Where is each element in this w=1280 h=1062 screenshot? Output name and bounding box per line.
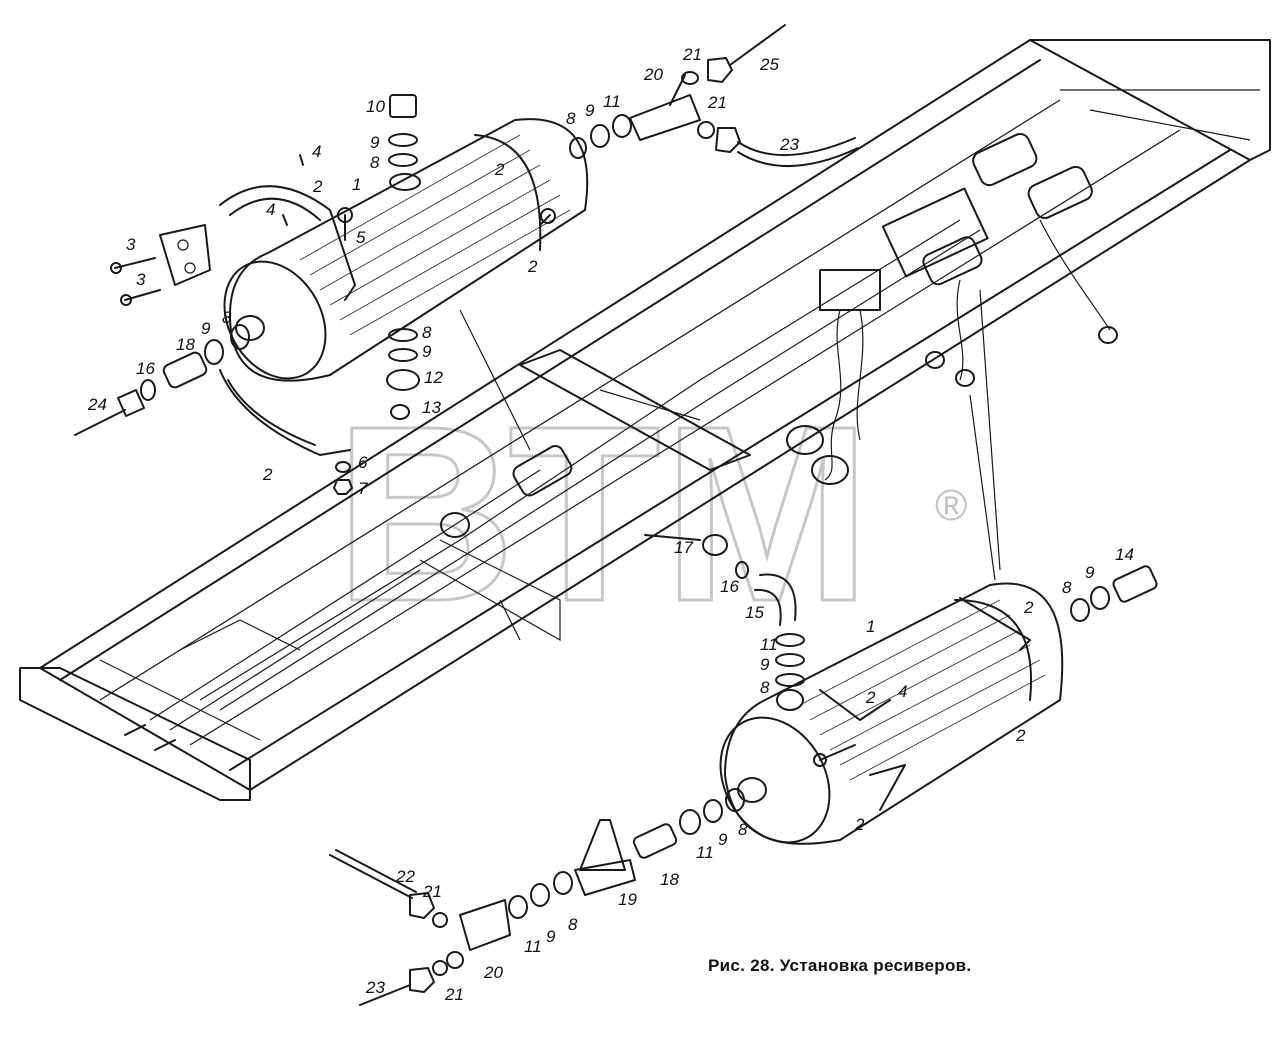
callout-number: 4 bbox=[266, 200, 275, 219]
callout-number: 15 bbox=[745, 603, 764, 622]
callout-number: 8 bbox=[370, 153, 380, 172]
callout-number: 11 bbox=[603, 92, 621, 111]
callout-number: 8 bbox=[738, 820, 748, 839]
callout-number: 2 bbox=[312, 177, 323, 196]
callout-number: 10 bbox=[366, 97, 385, 116]
callout-number: 9 bbox=[585, 101, 595, 120]
callout-number: 2 bbox=[494, 160, 505, 179]
callout-number: 21 bbox=[444, 985, 464, 1004]
callout-number: 11 bbox=[696, 843, 714, 862]
callout-number: 2 bbox=[854, 815, 865, 834]
callout-number: 23 bbox=[365, 978, 385, 997]
callout-number: 21 bbox=[707, 93, 727, 112]
callout-number: 9 bbox=[201, 319, 211, 338]
callout-number: 22 bbox=[395, 867, 415, 886]
callout-number: 2 bbox=[1015, 726, 1026, 745]
callout-number: 16 bbox=[720, 577, 739, 596]
callout-number: 4 bbox=[312, 142, 321, 161]
callout-number: 9 bbox=[422, 342, 432, 361]
callout-number: 5 bbox=[356, 228, 366, 247]
callout-number: 1 bbox=[352, 175, 361, 194]
callout-number: 2 bbox=[865, 688, 876, 707]
callout-number: 20 bbox=[483, 963, 503, 982]
callout-number: 14 bbox=[1115, 545, 1134, 564]
callout-number: 3 bbox=[126, 235, 136, 254]
callout-number: 9 bbox=[760, 655, 770, 674]
figure-caption: Рис. 28. Установка ресиверов. bbox=[708, 956, 972, 975]
callout-number: 8 bbox=[566, 109, 576, 128]
watermark: ВТМ ® bbox=[334, 373, 968, 655]
callout-number: 21 bbox=[422, 882, 442, 901]
callout-number: 21 bbox=[682, 45, 702, 64]
callout-number: 3 bbox=[136, 270, 146, 289]
callout-number: 8 bbox=[1062, 578, 1072, 597]
upper-receiver bbox=[74, 24, 859, 495]
callout-number: 9 bbox=[546, 927, 556, 946]
callout-number: 7 bbox=[358, 479, 368, 498]
callout-number: 2 bbox=[527, 257, 538, 276]
callout-number: 9 bbox=[370, 133, 380, 152]
callout-number: 17 bbox=[674, 538, 693, 557]
callout-number: 8 bbox=[422, 323, 432, 342]
callout-number: 6 bbox=[358, 453, 368, 472]
lower-receiver bbox=[329, 534, 1158, 1006]
callout-number: 16 bbox=[136, 359, 155, 378]
callout-number: 8 bbox=[222, 308, 232, 327]
callout-number: 8 bbox=[760, 678, 770, 697]
callout-number: 12 bbox=[424, 368, 443, 387]
callout-number: 2 bbox=[262, 465, 273, 484]
callout-number: 18 bbox=[660, 870, 679, 889]
watermark-text: ВТМ bbox=[335, 374, 873, 653]
watermark-registered-mark: ® bbox=[935, 481, 967, 530]
callout-number: 23 bbox=[779, 135, 799, 154]
callout-number: 18 bbox=[176, 335, 195, 354]
callout-number: 13 bbox=[422, 398, 441, 417]
callout-number: 1 bbox=[866, 617, 875, 636]
callout-number: 8 bbox=[568, 915, 578, 934]
callout-number: 2 bbox=[1023, 598, 1034, 617]
callout-number: 11 bbox=[524, 937, 542, 956]
callout-number: 19 bbox=[618, 890, 637, 909]
chassis-frame bbox=[19, 39, 1271, 801]
callout-number: 20 bbox=[643, 65, 663, 84]
callout-number: 25 bbox=[759, 55, 779, 74]
callout-number: 4 bbox=[898, 682, 907, 701]
callout-number: 11 bbox=[760, 635, 778, 654]
callout-number: 24 bbox=[87, 395, 107, 414]
callout-number: 9 bbox=[718, 830, 728, 849]
callout-number: 9 bbox=[1085, 563, 1095, 582]
